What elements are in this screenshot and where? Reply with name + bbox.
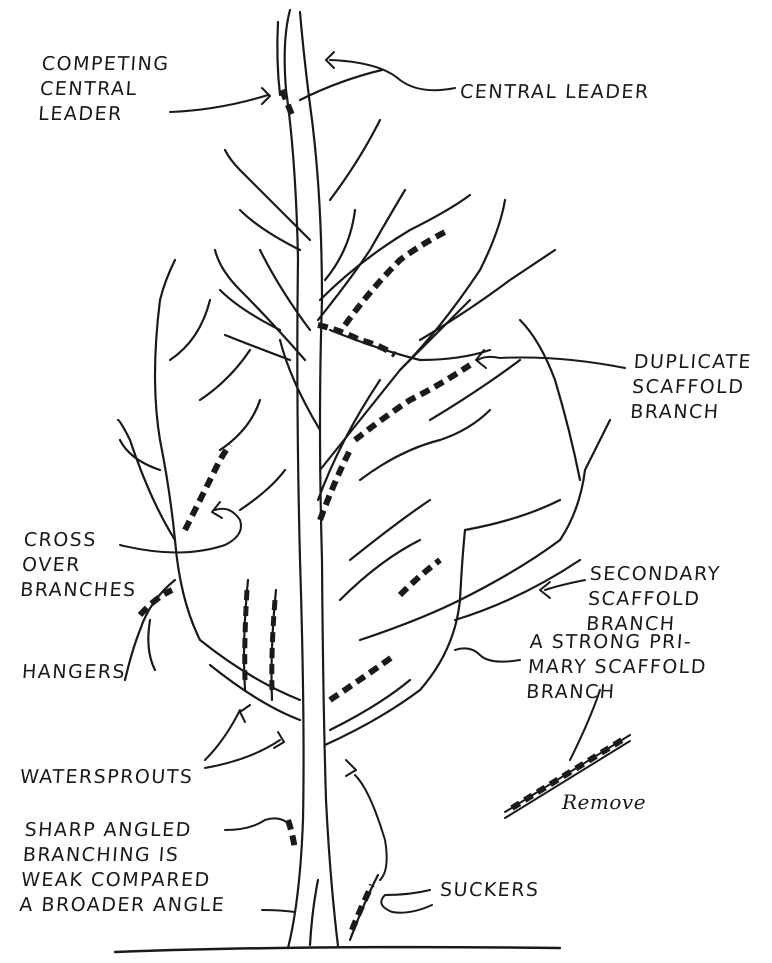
remove-mark-sucker xyxy=(352,885,372,930)
label-cross-over-branches: CROSS OVER BRANCHES xyxy=(19,528,141,603)
left-scaffold xyxy=(160,440,300,700)
trunk xyxy=(285,10,304,948)
competing-leader xyxy=(277,22,280,95)
leader-suckers xyxy=(381,890,432,913)
ground-line xyxy=(115,947,560,952)
leader-central xyxy=(326,52,455,90)
label-sharp-angled-branching: SHARP ANGLED BRANCHING IS WEAK COMPARED … xyxy=(19,818,232,918)
label-remove: Remove xyxy=(562,790,646,815)
leader-sharp xyxy=(225,818,290,830)
remove-mark-primary xyxy=(330,655,395,700)
leader-competing xyxy=(170,88,270,112)
leader-sharp-arrow xyxy=(346,760,387,880)
trunk-outline xyxy=(300,12,338,946)
label-secondary-scaffold-branch: SECONDARY SCAFFOLD BRANCH xyxy=(585,562,721,637)
remove-mark-crossover xyxy=(185,445,230,530)
right-scaffold xyxy=(325,530,465,745)
leader-broader xyxy=(262,910,295,912)
leader-watersprouts xyxy=(205,705,284,768)
leader-primary xyxy=(455,648,520,661)
remove-mark-upper xyxy=(345,232,445,325)
leader-secondary xyxy=(540,580,585,598)
label-central-leader: CENTRAL LEADER xyxy=(459,80,650,105)
remove-mark-hanger xyxy=(140,590,172,615)
label-hangers: HANGERS xyxy=(21,660,127,685)
leader-duplicate xyxy=(476,350,625,368)
label-duplicate-scaffold-branch: DUPLICATE SCAFFOLD BRANCH xyxy=(629,350,752,425)
remove-mark-duplicate xyxy=(355,365,470,440)
label-suckers: SUCKERS xyxy=(439,878,540,903)
label-competing-central-leader: COMPETING CENTRAL LEADER xyxy=(37,52,170,127)
label-watersprouts: WATERSPROUTS xyxy=(19,765,194,790)
label-strong-primary-scaffold-branch: A STRONG PRI- MARY SCAFFOLD BRANCH xyxy=(525,630,709,705)
remove-mark-secondary xyxy=(400,560,440,595)
